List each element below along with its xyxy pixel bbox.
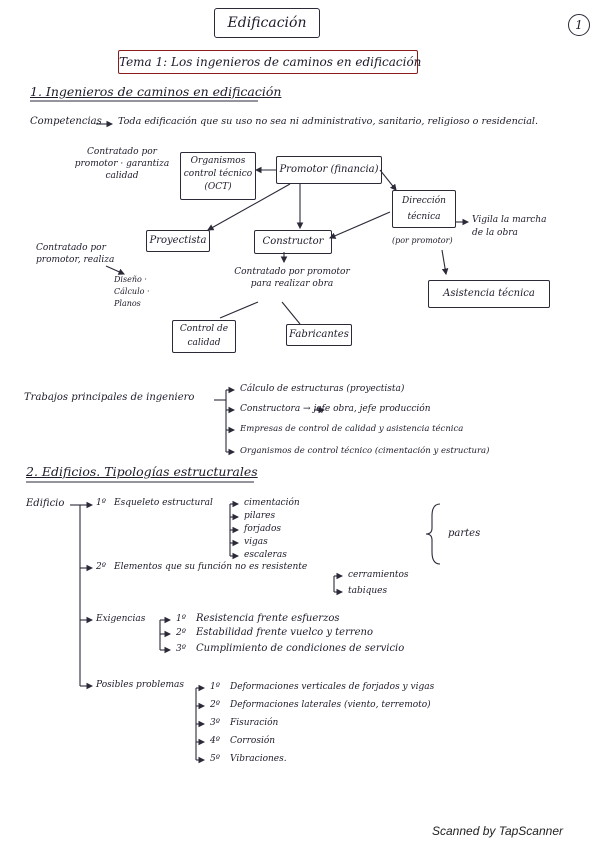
problemas-item: Deformaciones verticales de forjados y v… (230, 682, 435, 692)
problemas-label: Posibles problemas (96, 680, 185, 690)
constructor-box: Constructor (254, 230, 332, 254)
esqueleto-item: cimentación (244, 498, 300, 508)
proyectista-box: Proyectista (146, 230, 210, 252)
competencias-label: Competencias (30, 116, 102, 127)
problemas-item: Fisuración (230, 718, 279, 728)
page-number: 1 (568, 14, 590, 36)
problemas-item: Vibraciones. (230, 754, 287, 764)
control-box: Control de calidad (172, 320, 236, 353)
direccion-note: Vigila la marcha de la obra (472, 215, 547, 238)
problemas-num: 5º (210, 754, 220, 764)
section1-heading: 1. Ingenieros de caminos en edificación (30, 84, 282, 99)
proyectista-items: Diseño · Cálculo · Planos (114, 275, 150, 308)
direccion-sub: (por promotor) (392, 236, 453, 245)
organismos-box: Organismos control técnico (OCT) (180, 152, 256, 200)
trabajos-label: Trabajos principales de ingeniero (24, 392, 195, 403)
trabajos-item: Cálculo de estructuras (proyectista) (240, 384, 405, 394)
problemas-num: 3º (210, 718, 220, 728)
problemas-item: Corrosión (230, 736, 276, 746)
exigencias-item: Resistencia frente esfuerzos (196, 613, 340, 624)
scanner-watermark: Scanned by TapScanner (432, 824, 563, 838)
exigencias-item: Cumplimiento de condiciones de servicio (196, 643, 405, 654)
organismos-note: Contratado por promotor · garantiza cali… (74, 147, 170, 181)
partes-label: partes (448, 528, 481, 539)
elementos-num: 2º (96, 562, 106, 572)
esqueleto-label: Esqueleto estructural (114, 498, 213, 508)
exigencias-num: 3º (176, 644, 186, 654)
direccion-box: Dirección técnica (392, 190, 456, 228)
trabajos-item: Organismos de control técnico (cimentaci… (240, 446, 490, 456)
esqueleto-item: pilares (244, 511, 276, 521)
trabajos-item: Constructora → jefe obra, jefe producció… (240, 404, 431, 414)
exigencias-label: Exigencias (96, 614, 146, 624)
esqueleto-item: vigas (244, 537, 268, 547)
asistencia-box: Asistencia técnica (428, 280, 550, 308)
esqueleto-num: 1º (96, 498, 106, 508)
competencias-text: Toda edificación que su uso no sea ni ad… (118, 116, 539, 127)
esqueleto-item: forjados (244, 524, 282, 534)
section2-heading: 2. Edificios. Tipologías estructurales (26, 464, 258, 479)
exigencias-num: 2º (176, 628, 186, 638)
problemas-item: Deformaciones laterales (viento, terremo… (230, 700, 431, 710)
problemas-num: 4º (210, 736, 220, 746)
promotor-box: Promotor (financia) (276, 156, 382, 184)
exigencias-num: 1º (176, 614, 186, 624)
elementos-item: tabiques (348, 586, 388, 596)
problemas-num: 1º (210, 682, 220, 692)
tree-root: Edificio (26, 498, 65, 509)
constructor-note: Contratado por promotor para realizar ob… (234, 267, 350, 289)
esqueleto-item: escaleras (244, 550, 287, 560)
fabricantes-box: Fabricantes (286, 324, 352, 346)
page-title: Edificación (214, 8, 320, 38)
elementos-label: Elementos que su función no es resistent… (114, 562, 308, 572)
trabajos-item: Empresas de control de calidad y asisten… (240, 424, 464, 434)
problemas-num: 2º (210, 700, 220, 710)
proyectista-note: Contratado por promotor, realiza (36, 243, 115, 265)
elementos-item: cerramientos (348, 570, 409, 580)
exigencias-item: Estabilidad frente vuelco y terreno (196, 627, 374, 638)
topic-box: Tema 1: Los ingenieros de caminos en edi… (118, 50, 421, 74)
